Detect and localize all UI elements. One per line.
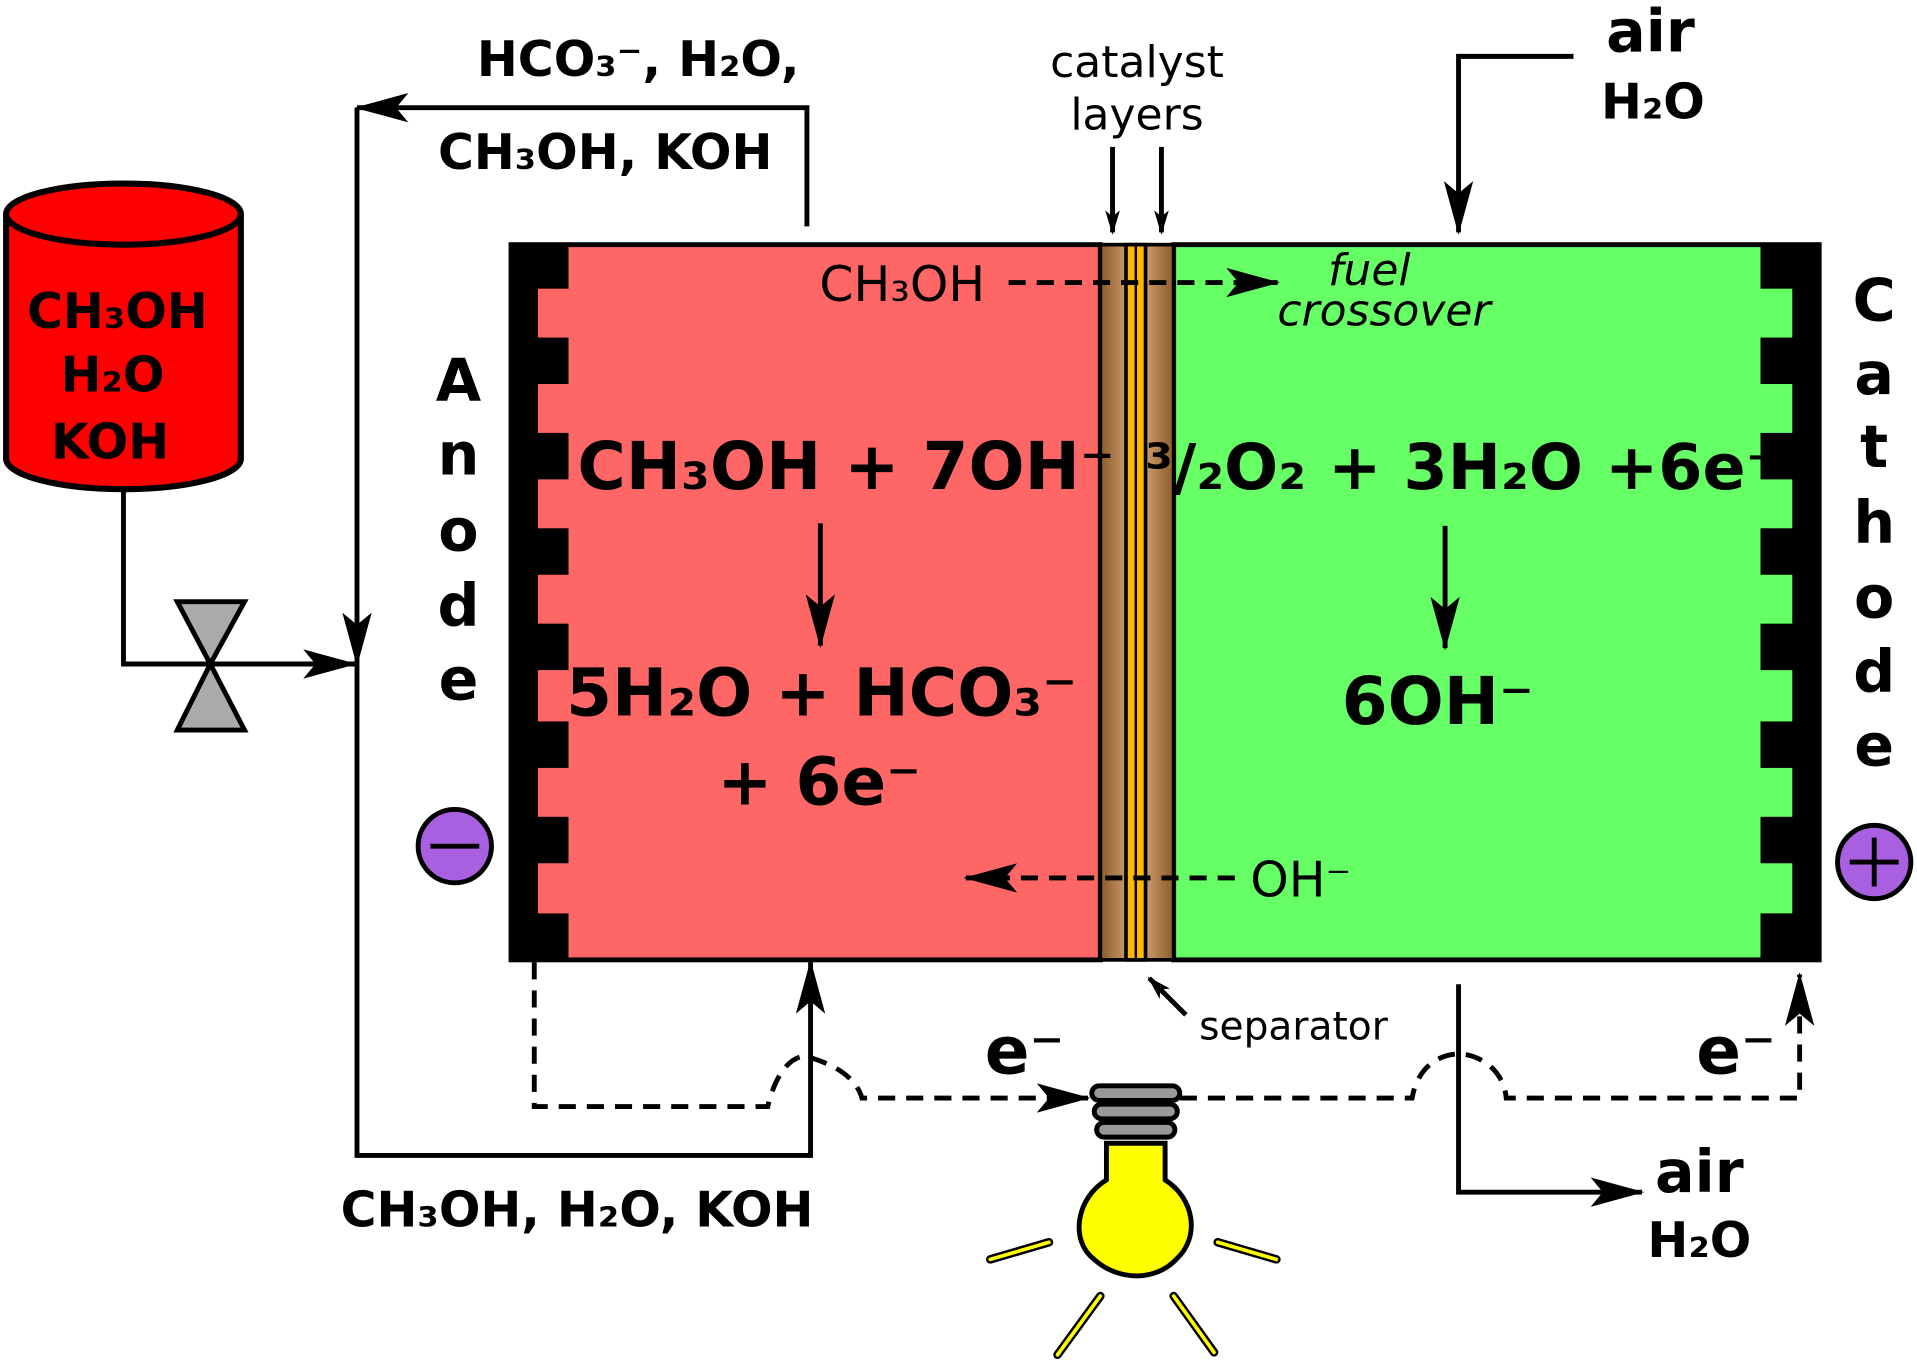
- cathode-products: 6OH⁻: [1342, 663, 1534, 740]
- light-bulb-icon: [986, 1083, 1281, 1360]
- recirculation-line-top: [354, 93, 810, 227]
- cathode-label: C a t h o d e: [1853, 266, 1896, 779]
- crossover-species: CH₃OH: [819, 256, 985, 313]
- separator-label: separator: [1199, 1004, 1389, 1049]
- negative-terminal-icon: [415, 807, 494, 886]
- air-inlet-line: [1443, 53, 1574, 235]
- cathode-letter: h: [1853, 489, 1895, 557]
- external-circuit-left: [531, 962, 1091, 1113]
- cathode-letter: o: [1854, 564, 1894, 632]
- external-circuit-right: [1179, 972, 1815, 1101]
- air-outlet-line: [1456, 984, 1645, 1207]
- air-in-water-label: H₂O: [1601, 74, 1705, 131]
- tank-label-methanol: CH₃OH: [27, 283, 208, 340]
- anode-products-line2: + 6e⁻: [717, 744, 921, 821]
- cathode-letter: d: [1853, 638, 1895, 706]
- anode-reactants: CH₃OH + 7OH⁻: [577, 428, 1114, 505]
- inlet-label: CH₃OH, H₂O, KOH: [341, 1181, 814, 1238]
- catalyst-label-line1: catalyst: [1050, 37, 1224, 88]
- electron-label-right: e⁻: [1696, 1013, 1776, 1090]
- anode-letter: A: [436, 347, 482, 415]
- catalyst-label-line2: layers: [1070, 90, 1203, 141]
- electron-label-left: e⁻: [985, 1013, 1065, 1090]
- air-out-water-label: H₂O: [1647, 1212, 1751, 1269]
- cathode-letter: a: [1854, 340, 1894, 408]
- anode-letter: o: [438, 496, 478, 564]
- tank-label-koh: KOH: [51, 414, 169, 471]
- anode-letter: n: [438, 420, 480, 488]
- cathode-letter: C: [1853, 266, 1896, 334]
- tank-feed-line: [121, 489, 357, 679]
- anode-compartment: [508, 242, 1103, 963]
- cathode-flow-plate: [1760, 244, 1820, 960]
- cathode-letter: t: [1860, 413, 1888, 481]
- separator-pointer-arrow: [1147, 976, 1188, 1017]
- air-out-label: air: [1655, 1138, 1744, 1206]
- air-in-label: air: [1606, 0, 1695, 65]
- anode-products-line1: 5H₂O + HCO₃⁻: [566, 654, 1077, 731]
- crossover-label-crossover: crossover: [1277, 285, 1493, 336]
- valve-icon[interactable]: [173, 599, 249, 733]
- separator: [1098, 242, 1176, 962]
- hydroxide-label: OH⁻: [1250, 851, 1351, 908]
- anode-flow-plate: [511, 244, 569, 960]
- outlet-label-line2: CH₃OH, KOH: [438, 124, 772, 181]
- fuel-tank: CH₃OH H₂O KOH: [3, 180, 244, 493]
- crossover-label-fuel: fuel: [1328, 245, 1411, 296]
- cathode-letter: e: [1854, 711, 1894, 779]
- anode-label: A n o d e: [436, 347, 482, 713]
- cathode-reactants: ³/₂O₂ + 3H₂O +6e⁻: [1145, 430, 1779, 504]
- outlet-label-line1: HCO₃⁻, H₂O,: [477, 31, 800, 88]
- positive-terminal-icon: [1835, 822, 1914, 902]
- tank-label-water: H₂O: [61, 346, 165, 403]
- anode-letter: d: [437, 572, 479, 640]
- anode-letter: e: [439, 645, 479, 713]
